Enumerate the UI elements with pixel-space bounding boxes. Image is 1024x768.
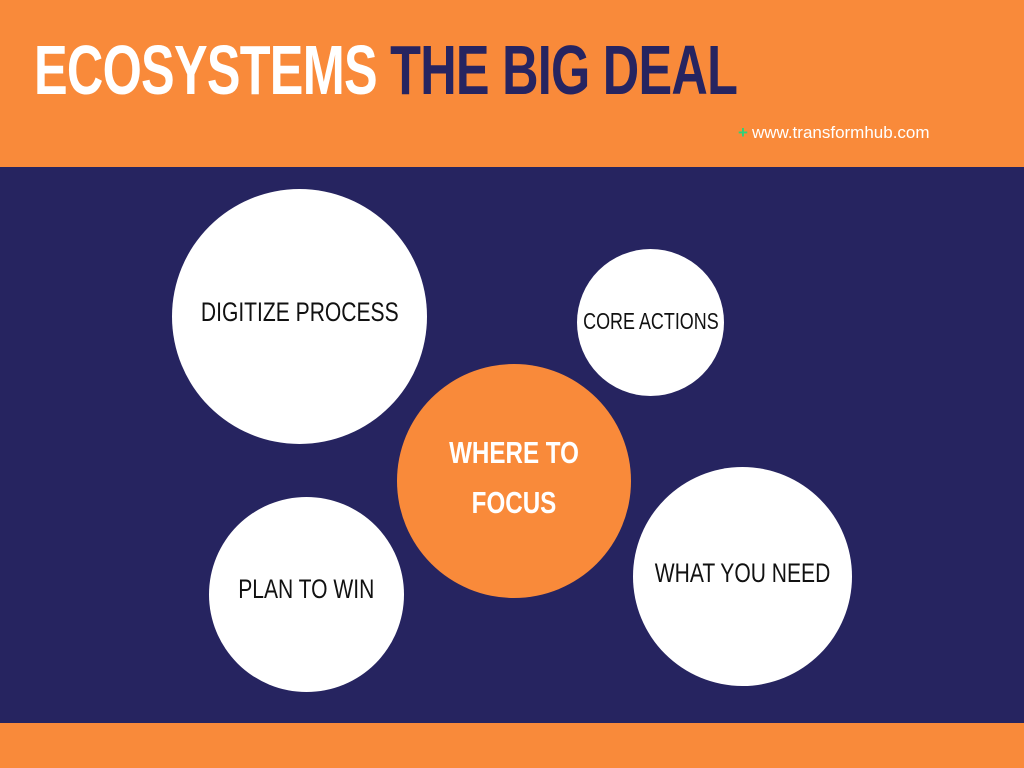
bubble-label: WHAT YOU NEED [654,558,831,588]
header-band: ECOSYSTEMS THE BIG DEAL +www.transformhu… [0,0,1024,167]
footer-band [0,723,1024,768]
bubble-digitize-process: DIGITIZE PROCESS [172,189,427,444]
plus-icon: + [738,123,748,142]
bubble-label: PLAN TO WIN [238,574,375,604]
bubble-what-you-need: WHAT YOU NEED [633,467,852,686]
bubble-plan-to-win: PLAN TO WIN [209,497,404,692]
title-part-ecosystems: ECOSYSTEMS [34,31,378,109]
bubble-center-label: WHERE TO FOCUS [449,435,579,520]
bubble-label: CORE ACTIONS [582,308,719,334]
bubble-core-actions: CORE ACTIONS [577,249,724,396]
website-link[interactable]: +www.transformhub.com [738,122,930,144]
page-title: ECOSYSTEMS THE BIG DEAL [34,26,738,114]
bubble-where-to-focus: WHERE TO FOCUS [397,364,631,598]
bubble-label: DIGITIZE PROCESS [200,297,399,327]
title-part-big-deal: THE BIG DEAL [390,31,738,109]
website-url: www.transformhub.com [751,123,930,142]
